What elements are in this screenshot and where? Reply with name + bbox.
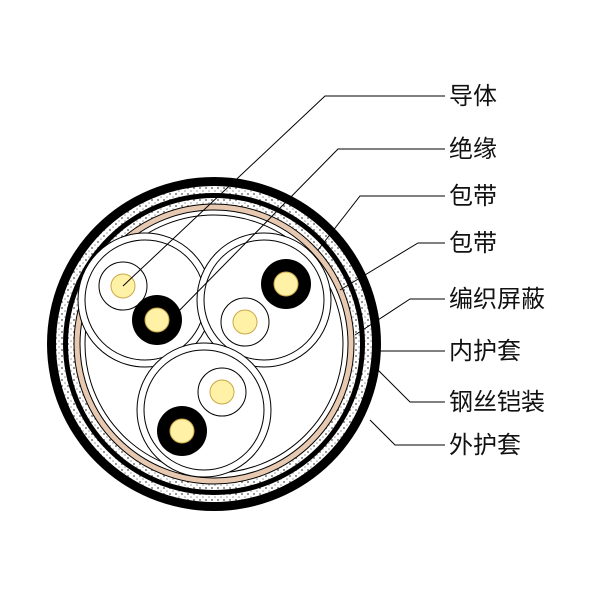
leader-line	[122, 95, 445, 287]
conductor-core	[169, 418, 195, 444]
conductor-core	[209, 379, 235, 405]
conductor-core	[273, 271, 299, 297]
conductor-core	[144, 307, 170, 333]
label-wrap-tape-1: 包带	[449, 182, 497, 210]
label-inner-sheath: 内护套	[449, 337, 521, 365]
label-wrap-tape-2: 包带	[449, 229, 497, 257]
label-outer-sheath: 外护套	[449, 431, 521, 459]
conductor-core	[232, 309, 258, 335]
leader-line	[169, 148, 445, 321]
leader-lines	[122, 95, 445, 446]
leader-line	[377, 369, 445, 403]
leader-line	[339, 242, 445, 291]
pair-3	[136, 342, 272, 478]
label-conductor: 导体	[449, 82, 497, 110]
label-insulation: 绝缘	[449, 135, 497, 163]
leader-line	[317, 195, 445, 251]
label-braided-shield: 编织屏蔽	[449, 285, 545, 313]
leader-line	[369, 419, 445, 446]
pair-2	[196, 232, 332, 368]
label-steel-wire-armour: 钢丝铠装	[449, 388, 545, 416]
leader-line	[354, 298, 445, 336]
